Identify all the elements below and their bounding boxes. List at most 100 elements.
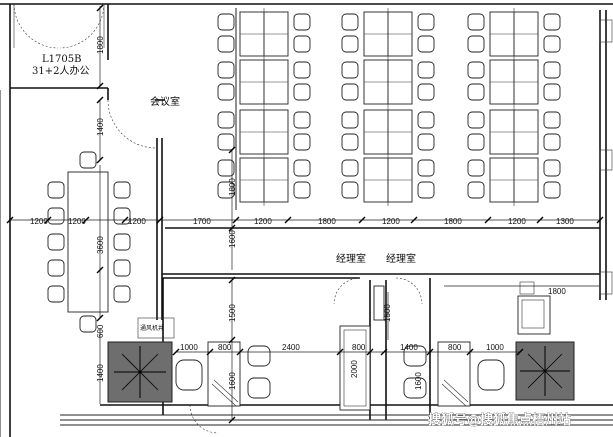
dimension-tick xyxy=(121,216,129,224)
dim-1500-right: 1500 xyxy=(383,304,392,322)
dim-1000-b: 1000 xyxy=(486,343,504,352)
workstation-area xyxy=(217,8,561,210)
chair xyxy=(417,133,435,151)
chair xyxy=(341,61,359,79)
chair xyxy=(417,181,435,199)
dim-1600-a: 1600 xyxy=(228,372,237,390)
chair xyxy=(417,13,435,31)
manager-room-1-furniture xyxy=(175,325,371,411)
meeting-table xyxy=(47,151,131,333)
chair xyxy=(217,133,235,151)
dim-1300: 1300 xyxy=(556,217,574,226)
dimension-tick xyxy=(410,216,418,224)
meeting-room-label: 会议室 xyxy=(150,95,180,108)
chair xyxy=(293,13,311,31)
dim-1600-b: 1600 xyxy=(414,372,423,390)
meeting-chair xyxy=(47,181,65,199)
dim-1400-bottom: 1400 xyxy=(96,364,105,382)
dimension-tick xyxy=(228,146,236,154)
watermark-text: 搜狐号@搜狐焦点梧州站 xyxy=(428,412,571,428)
dim-1200-row3: 1200 xyxy=(508,217,526,226)
dim-800-b: 800 xyxy=(352,343,366,352)
manager-room-2-furniture xyxy=(373,285,505,407)
dim-1800-right: 1800 xyxy=(548,287,566,296)
dim-1200-row1: 1200 xyxy=(254,217,272,226)
chair xyxy=(543,133,561,151)
chair xyxy=(543,181,561,199)
dim-1800-top: 1800 xyxy=(96,36,105,54)
chair xyxy=(341,181,359,199)
dim-1800-row1: 1800 xyxy=(318,217,336,226)
meeting-chair xyxy=(47,285,65,303)
dim-1000-a: 1000 xyxy=(180,343,198,352)
dimension-tick xyxy=(516,348,524,356)
chair xyxy=(543,159,561,177)
chair xyxy=(293,133,311,151)
meeting-chair xyxy=(47,233,65,251)
shaded-column-left xyxy=(107,341,173,403)
dim-1400-left: 1400 xyxy=(96,118,105,136)
meeting-chair xyxy=(113,285,131,303)
dimension-tick xyxy=(228,416,236,424)
dimension-tick xyxy=(596,216,604,224)
dimension-tick xyxy=(466,348,474,356)
chair xyxy=(217,13,235,31)
dimension-tick xyxy=(96,156,104,164)
dimension-tick xyxy=(536,216,544,224)
equipment-icon xyxy=(517,281,551,335)
chair xyxy=(417,35,435,53)
dimension-tick xyxy=(206,348,214,356)
dimension-tick xyxy=(284,216,292,224)
chair xyxy=(467,13,485,31)
chair xyxy=(543,61,561,79)
chair xyxy=(467,181,485,199)
dim-1400-b: 1400 xyxy=(400,343,418,352)
chair xyxy=(293,35,311,53)
chair xyxy=(293,61,311,79)
dimension-tick xyxy=(228,336,236,344)
chair xyxy=(467,35,485,53)
chair xyxy=(293,111,311,129)
dimension-tick xyxy=(228,224,236,232)
shaded-column-right xyxy=(515,341,575,401)
chair xyxy=(417,61,435,79)
manager-room-label-1: 经理室 xyxy=(336,252,366,265)
chair xyxy=(341,133,359,151)
dim-600-left: 600 xyxy=(96,324,105,338)
meeting-chair xyxy=(47,207,65,225)
dimension-tick xyxy=(6,216,14,224)
dimension-tick xyxy=(82,216,90,224)
chair xyxy=(341,159,359,177)
meeting-chair xyxy=(79,151,97,169)
dimension-labels: 1800 1400 1200 1200 1200 3600 1700 1200 … xyxy=(30,36,574,390)
dimension-tick xyxy=(156,216,164,224)
dim-2000: 2000 xyxy=(350,360,359,378)
chair xyxy=(467,61,485,79)
chair xyxy=(467,111,485,129)
dim-1800-desk: 1800 xyxy=(228,178,237,196)
chair xyxy=(217,35,235,53)
chair xyxy=(543,111,561,129)
chair xyxy=(293,181,311,199)
chair xyxy=(217,159,235,177)
dimension-tick xyxy=(426,348,434,356)
dim-3600: 3600 xyxy=(96,236,105,254)
chair xyxy=(543,83,561,101)
unit-description: 31+2人办公 xyxy=(32,64,89,77)
dimension-tick xyxy=(172,348,180,356)
chair xyxy=(293,83,311,101)
chair xyxy=(217,111,235,129)
dimension-tick xyxy=(380,348,388,356)
meeting-chair xyxy=(47,259,65,277)
manager-room-label-2: 经理室 xyxy=(386,252,416,265)
dimension-lines xyxy=(6,4,604,424)
dim-800-a: 800 xyxy=(218,343,232,352)
dimension-tick xyxy=(366,348,374,356)
dimension-tick xyxy=(96,314,104,322)
chair xyxy=(293,159,311,177)
chair xyxy=(217,83,235,101)
chair xyxy=(417,111,435,129)
chair xyxy=(341,35,359,53)
dim-1700: 1700 xyxy=(193,217,211,226)
dimension-tick xyxy=(96,266,104,274)
